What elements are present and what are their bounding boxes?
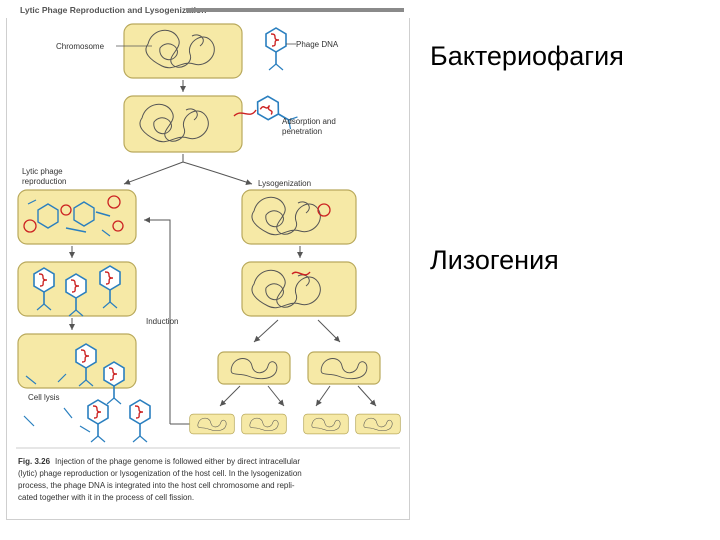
- lytic-label-line2: reproduction: [22, 177, 66, 186]
- caption-line-1: Fig. 3.26 Injection of the phage genome i…: [18, 457, 300, 466]
- host-cell-top: [123, 23, 243, 79]
- cell-lysis-label: Cell lysis: [28, 393, 60, 402]
- induction-arrow: [144, 217, 171, 424]
- figure-panel: Lytic Phage Reproduction and Lysogenizat…: [6, 4, 410, 520]
- arrow-fission-right: [317, 319, 341, 343]
- arrow-to-lysogenization: [182, 161, 253, 185]
- daughter-cell: [217, 351, 291, 385]
- arrow-fission-2b: [267, 385, 285, 407]
- adsorption-label-line1: Adsorption and: [282, 117, 336, 126]
- debris-icon: [23, 407, 91, 433]
- granddaughter-cell: [241, 413, 287, 435]
- arrow-fission-2d: [357, 385, 377, 407]
- phage-dna-label: Phage DNA: [296, 40, 339, 49]
- adsorption-label-line2: penetration: [282, 127, 322, 136]
- arrow-fission-left: [253, 319, 279, 343]
- caption-line-2: (lytic) phage reproduction or lysogeniza…: [18, 469, 302, 478]
- lytic-label-line1: Lytic phage: [22, 167, 63, 176]
- injected-dna-icon: [233, 109, 257, 117]
- slide-title-lysogeny: Лизогения: [430, 245, 559, 275]
- arrow-to-lytic: [123, 154, 184, 185]
- prophage-icon: [291, 271, 311, 276]
- caption-number: Fig. 3.26: [18, 457, 51, 466]
- arrow-fission-2c: [315, 385, 331, 407]
- granddaughter-cell: [189, 413, 235, 435]
- tail-fiber-icon: [25, 373, 67, 385]
- arrow-fission-2a: [219, 385, 241, 407]
- lysogenization-label: Lysogenization: [258, 179, 311, 188]
- induction-label: Induction: [146, 317, 178, 326]
- granddaughter-cell: [355, 413, 401, 435]
- caption-line-4: cated together with it in the process of…: [18, 493, 194, 502]
- circular-phage-dna-icon: [317, 203, 331, 217]
- chromosome-label: Chromosome: [56, 42, 105, 51]
- caption-text-1: Injection of the phage genome is followe…: [55, 457, 300, 466]
- daughter-cell: [307, 351, 381, 385]
- lysogen-cell-prophage: [241, 261, 357, 317]
- slide-title-bacteriophagy: Бактериофагия: [430, 41, 624, 71]
- replicating-phage-parts-icon: [23, 195, 124, 237]
- figure-title: Lytic Phage Reproduction and Lysogenizat…: [20, 5, 206, 15]
- caption-line-3: process, the phage DNA is integrated int…: [18, 481, 295, 490]
- lysogen-cell-integration: [241, 189, 357, 245]
- granddaughter-cell: [303, 413, 349, 435]
